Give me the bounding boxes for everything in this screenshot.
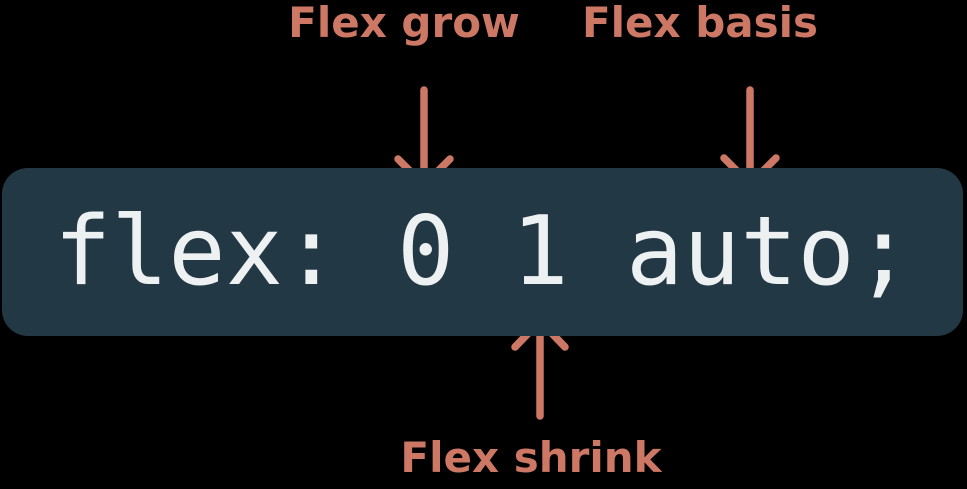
- label-flex-basis: Flex basis: [581, 0, 819, 47]
- label-flex-shrink: Flex shrink: [400, 433, 662, 482]
- code-box: flex: 0 1 auto;: [2, 168, 963, 336]
- code-text: flex: 0 1 auto;: [54, 196, 912, 307]
- label-flex-grow: Flex grow: [288, 0, 520, 47]
